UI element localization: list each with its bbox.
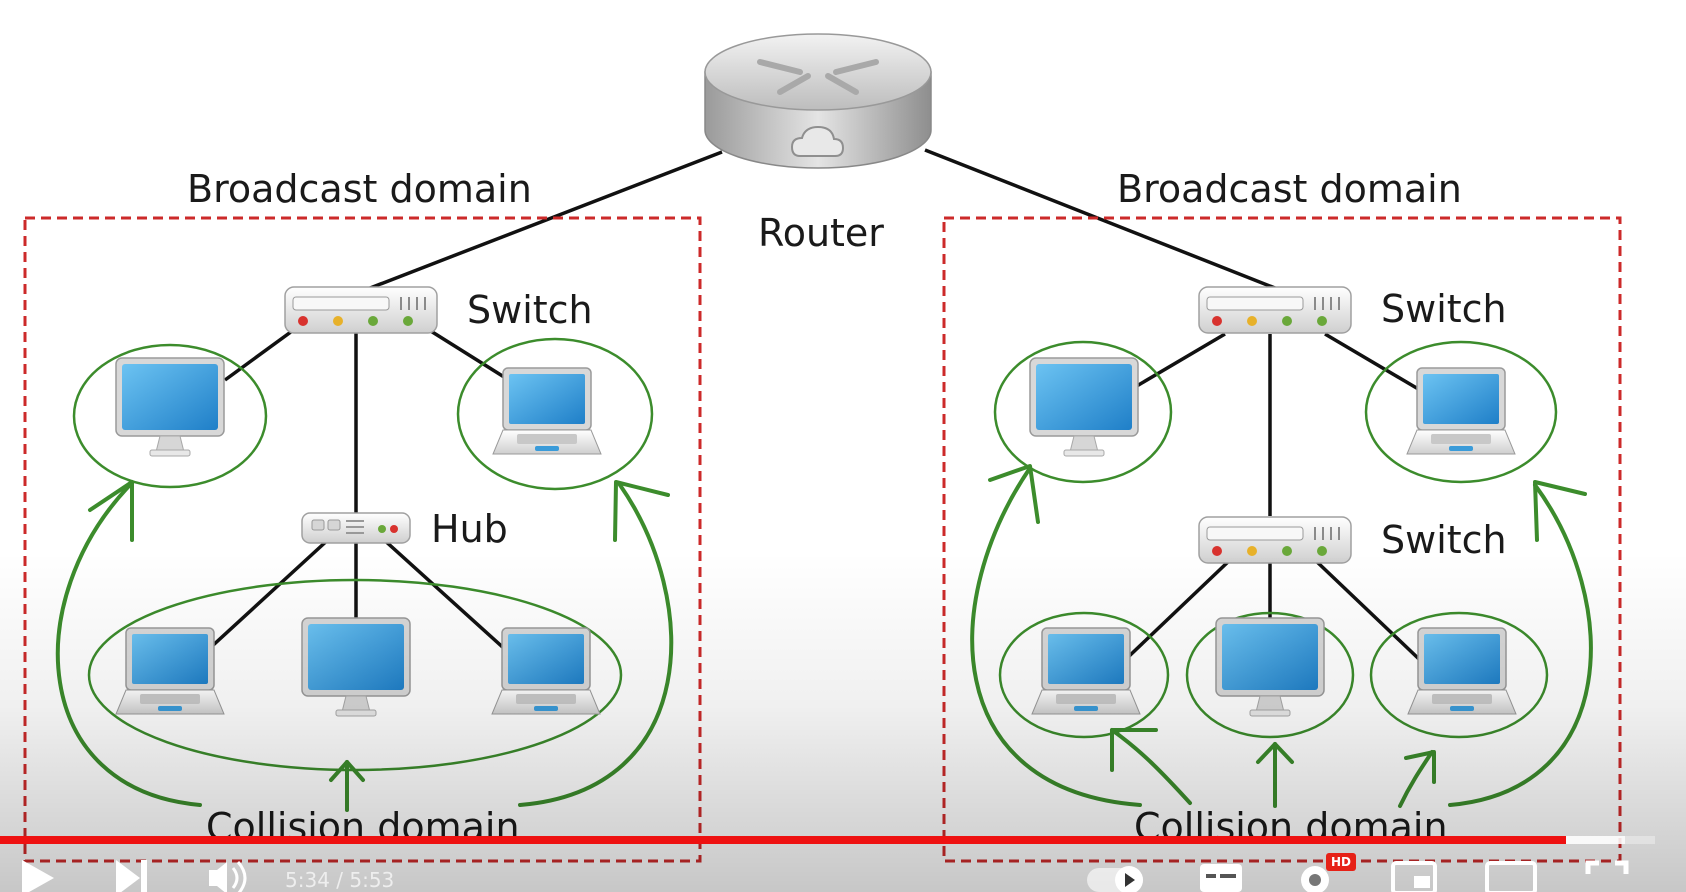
link-hub-laptop-1 [208,536,332,650]
next-icon[interactable] [112,856,152,892]
right-broadcast-label: Broadcast domain [1117,167,1462,211]
right-bottom-laptop-1-icon [1031,627,1141,715]
collision-ring-right-pc [993,340,1173,484]
hd-badge: HD [1326,853,1356,871]
theater-icon[interactable] [1484,860,1538,892]
right-bottom-pc-icon [1215,617,1325,717]
left-pc-icon [115,357,225,457]
hub-label: Hub [431,507,508,551]
right-switch-top-label: Switch [1381,287,1507,331]
fullscreen-icon[interactable] [1585,860,1629,892]
link-right-switch-laptop [1324,332,1421,392]
link-hub-laptop-2 [380,536,510,654]
router-label: Router [758,211,884,255]
player-controls: 5:34 / 5:53 HD [0,853,1686,892]
collision-ring-right-bottom-1 [998,611,1170,739]
settings-icon[interactable] [1295,858,1339,892]
left-switch-icon [284,286,438,334]
right-bottom-laptop-2-icon [1407,627,1517,715]
progress-bar[interactable] [0,836,1655,844]
autoplay-toggle-icon[interactable] [1085,858,1155,892]
left-hub-pc-icon [301,617,411,717]
link-switch2-laptop-2 [1313,558,1422,662]
link-router-right-switch [924,148,1281,292]
collision-rings [72,337,1558,772]
collision-arrows [55,464,1593,812]
left-laptop-icon [492,367,602,455]
collision-ring-left-pc [72,343,268,489]
right-pc-icon [1029,357,1139,457]
collision-ring-right-bottom-3 [1369,611,1549,739]
time-display: 5:34 / 5:53 [285,868,395,892]
link-switch2-laptop-1 [1123,558,1232,662]
arrow-right-bottom-1 [1110,728,1192,805]
collision-ring-left-laptop [456,337,654,491]
hub-icon [301,512,411,544]
play-icon[interactable] [18,856,58,892]
broadcast-domain-left [23,216,702,863]
volume-icon[interactable] [205,856,251,892]
collision-ring-right-laptop [1364,340,1558,484]
left-switch-label: Switch [467,288,593,332]
right-switch-bottom-label: Switch [1381,518,1507,562]
router-icon [704,33,932,169]
arrow-right-bottom-3 [1398,750,1434,808]
right-switch-top-icon [1198,286,1352,334]
left-broadcast-label: Broadcast domain [187,167,532,211]
subtitles-icon[interactable] [1198,860,1246,892]
progress-played [0,836,1566,844]
right-laptop-icon [1406,367,1516,455]
arrow-left-pc [55,483,202,807]
network-links [208,148,1422,662]
right-switch-bottom-icon [1198,516,1352,564]
miniplayer-icon[interactable] [1390,860,1440,892]
left-hub-laptop-2-icon [491,627,601,715]
link-right-switch-pc [1129,332,1226,392]
collision-ring-right-bottom-2 [1185,611,1355,739]
broadcast-domain-right [942,216,1622,863]
arrow-right-pc [970,466,1142,807]
left-hub-laptop-1-icon [115,627,225,715]
arrow-left-laptop [518,483,674,807]
link-router-left-switch [364,150,723,292]
arrow-right-laptop [1448,483,1593,807]
